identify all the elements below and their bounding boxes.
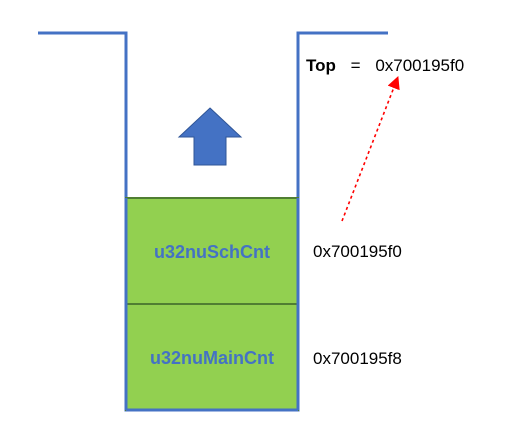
stack-cell-main-cnt <box>125 303 299 411</box>
top-pointer-arrow <box>341 76 400 222</box>
top-pointer-keyword: Top <box>306 56 336 75</box>
stack-cell-main-cnt-address: 0x700195f8 <box>313 349 402 368</box>
stack-cell-sch-cnt-address: 0x700195f0 <box>313 242 402 261</box>
stack-cell-sch-cnt-label: u32nuSchCnt <box>154 242 270 262</box>
top-pointer-label: Top = 0x700195f0 <box>306 56 464 75</box>
top-pointer-operator: = <box>351 56 361 75</box>
stack-cell-main-cnt-label: u32nuMainCnt <box>150 348 274 368</box>
up-arrow-icon <box>177 107 243 166</box>
top-pointer-value: 0x700195f0 <box>375 56 464 75</box>
